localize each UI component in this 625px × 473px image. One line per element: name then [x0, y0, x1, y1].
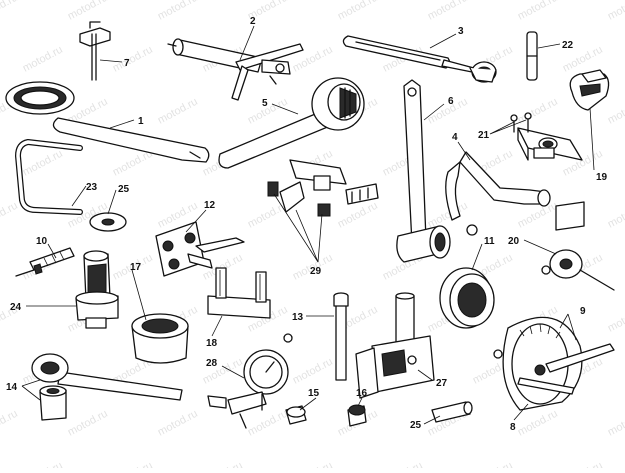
plates-tool	[517, 127, 583, 161]
nut-tool-16	[347, 404, 367, 427]
slide-hammer-tool	[167, 38, 304, 101]
dial-indicator-tool	[207, 333, 293, 429]
watermark-text: motod.ru	[0, 408, 20, 439]
callout-1: 1	[138, 116, 144, 127]
watermark-text: motod.ru	[336, 200, 380, 231]
roller-pin-tool	[526, 31, 538, 81]
flange-holder-tool	[155, 221, 245, 277]
watermark-text: motod.ru	[291, 460, 335, 468]
watermark-text: motod.ru	[156, 0, 200, 23]
split-collar-tool	[569, 69, 610, 111]
callout-22: 22	[562, 40, 574, 51]
watermark-text: motod.ru	[381, 460, 425, 468]
callout-14: 14	[6, 382, 18, 393]
callout-7: 7	[124, 58, 130, 69]
split-screws-tool	[510, 112, 532, 133]
watermark-text: motod.ru	[516, 408, 560, 439]
watermark-text: motod.ru	[516, 0, 560, 23]
watermark-text: motod.ru	[111, 44, 155, 75]
watermark-text: motod.ru	[0, 0, 20, 23]
press-tool	[355, 292, 435, 399]
nut-tool-15	[285, 405, 307, 425]
watermark-text: motod.ru	[606, 0, 625, 23]
watermark-text: motod.ru	[0, 200, 20, 231]
long-drift-tool	[333, 292, 349, 381]
spanner-with-sockets-tool	[31, 353, 183, 421]
watermark-text: motod.ru	[606, 200, 625, 231]
l-handle-tool	[396, 79, 478, 263]
watermark-text: motod.ru	[246, 96, 290, 127]
callout-9: 9	[580, 306, 586, 317]
callout-6: 6	[448, 96, 454, 107]
callout-20: 20	[508, 236, 520, 247]
watermark-text: motod.ru	[66, 408, 110, 439]
watermark-text: motod.ru	[66, 0, 110, 23]
callout-12: 12	[204, 200, 216, 211]
callout-28: 28	[206, 358, 218, 369]
gauge-frame-tool	[207, 267, 271, 319]
watermark-text: motod.ru	[471, 460, 515, 468]
watermark-text: motod.ru	[156, 408, 200, 439]
watermark-text: motod.ru	[606, 96, 625, 127]
callout-10: 10	[36, 236, 48, 247]
watermark-text: motod.ru	[21, 148, 65, 179]
degree-disc-tool	[493, 316, 615, 411]
watermark-text: motod.ru	[336, 0, 380, 23]
callout-11: 11	[484, 236, 495, 247]
callout-21: 21	[478, 130, 490, 141]
plate-with-dial-tool	[541, 201, 615, 291]
callout-16: 16	[356, 388, 368, 399]
callout-19: 19	[596, 172, 608, 183]
crank-bar-tool	[445, 151, 551, 221]
callout-3: 3	[458, 26, 464, 37]
callout-8: 8	[510, 422, 516, 433]
cranked-pin-tool	[79, 21, 111, 81]
watermark-text: motod.ru	[606, 408, 625, 439]
watermark-text: motod.ru	[246, 408, 290, 439]
ring-spanner-tool	[5, 81, 210, 163]
callout-23: 23	[86, 182, 98, 193]
bent-rod-tool	[15, 139, 83, 215]
callout-29: 29	[310, 266, 322, 277]
callout-5: 5	[262, 98, 268, 109]
callout-4: 4	[452, 132, 458, 143]
spline-wrench-tool	[218, 77, 365, 169]
watermark-text: motod.ru	[21, 44, 65, 75]
watermark-text: motod.ru	[426, 0, 470, 23]
callout-15: 15	[308, 388, 320, 399]
callout-13: 13	[292, 312, 304, 323]
watermark-text: motod.ru	[516, 96, 560, 127]
callout-17: 17	[130, 262, 142, 273]
sleeve-tool	[439, 267, 495, 329]
pin-set-tool	[267, 159, 379, 217]
callout-18: 18	[206, 338, 218, 349]
callout-25-bush: 25	[410, 420, 422, 431]
puller-tool	[342, 35, 497, 83]
cup-socket-tool	[131, 313, 189, 364]
callout-24: 24	[10, 302, 22, 313]
stepped-socket-tool	[75, 250, 119, 329]
bush-tool	[431, 401, 473, 423]
washer-tool	[89, 212, 127, 232]
watermark-text: motod.ru	[561, 460, 605, 468]
watermark-text: motod.ru	[111, 460, 155, 468]
watermark-text: motod.ru	[201, 460, 245, 468]
leader-lines	[21, 25, 595, 425]
callout-labels: 1 2 3 4 5 6 7 8 9 10 11 12 13 14 15 16 1…	[6, 16, 608, 433]
drift-tool	[15, 247, 75, 277]
watermark-text: motod.ru	[606, 304, 625, 335]
watermark-text: motod.ru	[156, 96, 200, 127]
watermark-text: motod.ru	[21, 460, 65, 468]
callout-2: 2	[250, 16, 256, 27]
callout-27: 27	[436, 378, 448, 389]
watermark-text: motod.ru	[291, 356, 335, 387]
callout-25-washer: 25	[118, 184, 130, 195]
